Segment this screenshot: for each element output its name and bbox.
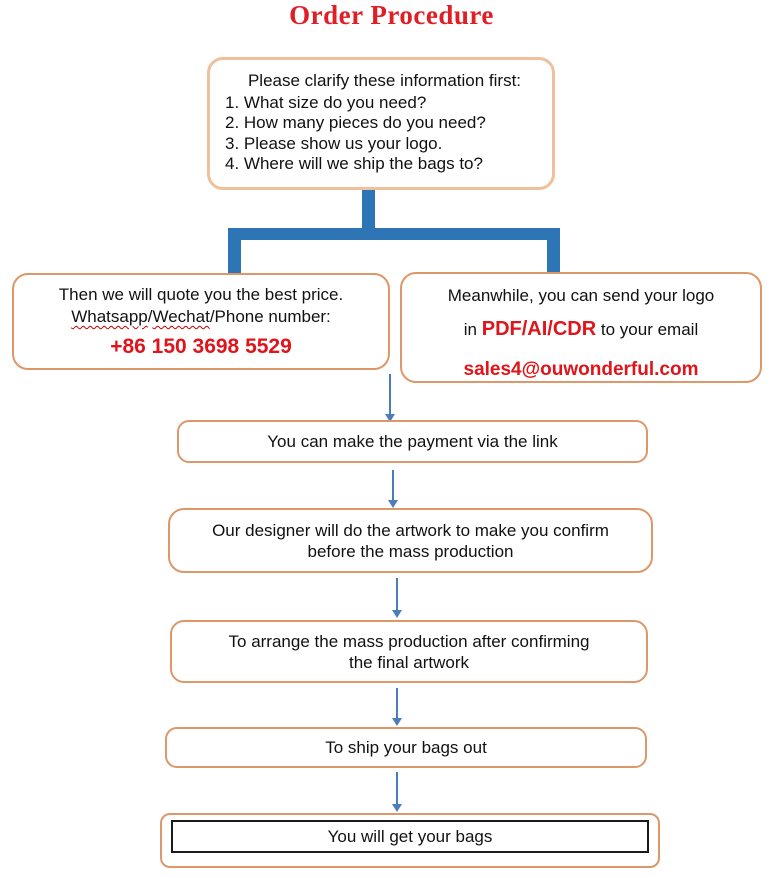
- phone-label: /Phone number:: [209, 307, 331, 326]
- logo-line2-prefix: in: [463, 320, 482, 339]
- slash-separator: /: [147, 307, 153, 326]
- clarify-item-4: 4. Where will we ship the bags to?: [225, 154, 483, 173]
- down-arrow-1: [384, 374, 395, 422]
- whatsapp-word: Whatsapp: [71, 307, 148, 326]
- clarify-item-1: 1. What size do you need?: [225, 92, 427, 112]
- ship-box: To ship your bags out: [165, 727, 647, 768]
- connector-left-drop: [228, 228, 241, 274]
- logo-line2: in PDF/AI/CDR to your email: [402, 318, 760, 341]
- page-title: Order Procedure: [289, 0, 494, 30]
- send-logo-box: Meanwhile, you can send your logo in PDF…: [400, 272, 762, 383]
- email-address: sales4@ouwonderful.com: [463, 359, 699, 380]
- connector-stem: [362, 190, 375, 230]
- clarify-heading: Please clarify these information first:: [247, 71, 522, 90]
- artwork-line1: Our designer will do the artwork to make…: [212, 520, 609, 540]
- production-box: To arrange the mass production after con…: [170, 620, 648, 683]
- clarify-item-2: 2. How many pieces do you need?: [225, 113, 486, 132]
- receive-box: You will get your bags: [160, 813, 660, 868]
- production-line2: the final artwork: [349, 652, 469, 672]
- logo-line1: Meanwhile, you can send your logo: [447, 286, 715, 305]
- ship-text: To ship your bags out: [325, 738, 487, 757]
- receive-inner-frame: You will get your bags: [171, 820, 649, 853]
- connector-right-drop: [547, 228, 560, 274]
- payment-box: You can make the payment via the link: [177, 420, 648, 463]
- down-arrow-3: [391, 578, 402, 618]
- quote-line2: Whatsapp/Wechat/Phone number:: [14, 306, 388, 328]
- down-arrow-4: [391, 688, 402, 726]
- clarify-info-box: Please clarify these information first: …: [207, 57, 555, 190]
- quote-box: Then we will quote you the best price. W…: [12, 273, 390, 370]
- artwork-box: Our designer will do the artwork to make…: [168, 508, 653, 573]
- quote-line1: Then we will quote you the best price.: [58, 285, 344, 304]
- logo-line2-suffix: to your email: [596, 320, 699, 339]
- down-arrow-2: [387, 470, 398, 508]
- wechat-word: Wechat: [152, 307, 210, 326]
- receive-text: You will get your bags: [327, 826, 493, 846]
- down-arrow-5: [391, 772, 402, 812]
- phone-number: +86 150 3698 5529: [110, 335, 292, 358]
- production-line1: To arrange the mass production after con…: [228, 631, 590, 651]
- payment-text: You can make the payment via the link: [267, 432, 558, 451]
- file-formats: PDF/AI/CDR: [481, 318, 597, 340]
- connector-bar: [228, 228, 560, 240]
- artwork-line2: before the mass production: [307, 541, 514, 561]
- clarify-item-3: 3. Please show us your logo.: [225, 133, 443, 153]
